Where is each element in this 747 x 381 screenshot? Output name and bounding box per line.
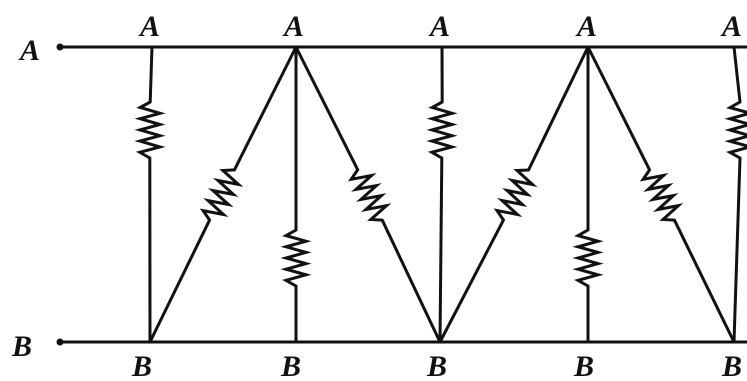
node-label-bottom: B: [573, 350, 594, 381]
resistor-branches: [134, 45, 747, 344]
terminal-a-label: A: [18, 34, 40, 67]
branch-wire: [586, 45, 652, 172]
resistor-zigzag: [572, 228, 604, 288]
branch-wire: [672, 218, 736, 344]
branch-wire: [732, 156, 742, 344]
resistor-zigzag: [199, 168, 244, 221]
branch-wire: [232, 45, 298, 172]
terminal-a-dot: [56, 43, 64, 51]
branch-wire: [148, 45, 154, 104]
resistor-zigzag: [724, 100, 747, 160]
node-label-bottom: B: [131, 350, 152, 381]
branch-wire: [294, 45, 360, 172]
node-label-top: A: [720, 10, 742, 43]
resistor-zigzag: [134, 100, 166, 160]
branch-wire: [438, 218, 505, 344]
branch-wire: [438, 156, 444, 344]
terminal-b-label: B: [11, 330, 32, 363]
branch-wire: [148, 218, 212, 344]
node-label-bottom: B: [280, 350, 301, 381]
node-label-top: A: [282, 10, 304, 43]
resistor-zigzag: [639, 169, 684, 222]
terminal-b-dot: [56, 338, 64, 346]
node-label-bottom: B: [426, 350, 447, 381]
node-label-top: A: [428, 10, 450, 43]
resistor-zigzag: [347, 168, 392, 222]
resistor-zigzag: [426, 100, 458, 160]
node-label-top: A: [138, 10, 160, 43]
branch-wire: [380, 218, 442, 344]
node-label-bottom: B: [721, 350, 742, 381]
node-label-top: A: [575, 10, 597, 43]
resistor-zigzag: [493, 168, 538, 221]
branch-wire: [732, 45, 742, 104]
branch-wire: [527, 45, 590, 172]
resistor-zigzag: [280, 228, 312, 288]
